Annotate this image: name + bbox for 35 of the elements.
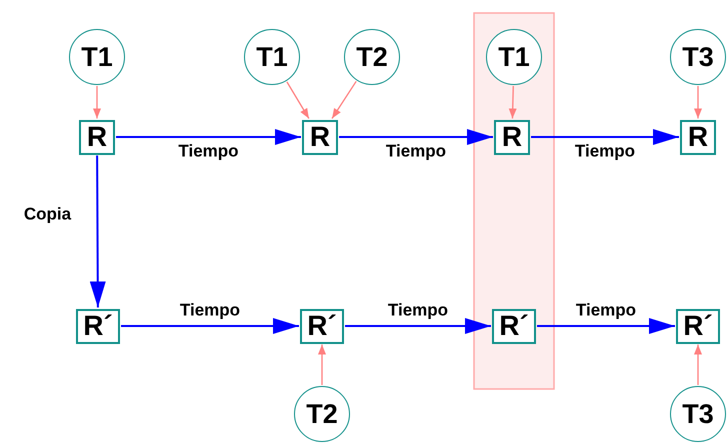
arrow <box>318 344 326 385</box>
register-box: R´ <box>300 308 344 344</box>
arrow <box>331 80 357 119</box>
task-circle: T2 <box>294 386 350 442</box>
arrow <box>531 129 679 145</box>
arrow <box>339 129 493 145</box>
arrow <box>694 344 702 385</box>
task-circle: T1 <box>244 29 300 85</box>
register-box: R <box>79 120 115 154</box>
register-box: R´ <box>492 308 536 344</box>
register-box: R´ <box>76 308 120 344</box>
arrow <box>90 156 106 308</box>
register-box: R <box>302 120 338 154</box>
task-circle: T3 <box>670 386 726 442</box>
task-circle: T3 <box>670 29 726 85</box>
arrow <box>286 82 310 119</box>
arrow <box>508 86 517 119</box>
task-circle: T2 <box>344 29 400 85</box>
register-box: R <box>680 120 716 154</box>
edge-label: Tiempo <box>180 302 240 318</box>
arrow <box>537 318 675 334</box>
task-circle: T1 <box>69 29 125 85</box>
arrow <box>116 129 301 145</box>
edge-label: Tiempo <box>388 302 448 318</box>
register-box: R <box>494 120 530 154</box>
edge-label: Tiempo <box>574 142 636 160</box>
arrow <box>694 86 702 118</box>
arrow <box>345 318 491 334</box>
edge-label: Copia <box>24 205 72 222</box>
edge-label: Tiempo <box>386 142 446 160</box>
edge-label: Tiempo <box>178 142 239 160</box>
arrow <box>121 318 299 334</box>
edge-label: Tiempo <box>576 302 636 318</box>
arrow <box>93 86 101 118</box>
register-box: R´ <box>676 308 720 344</box>
